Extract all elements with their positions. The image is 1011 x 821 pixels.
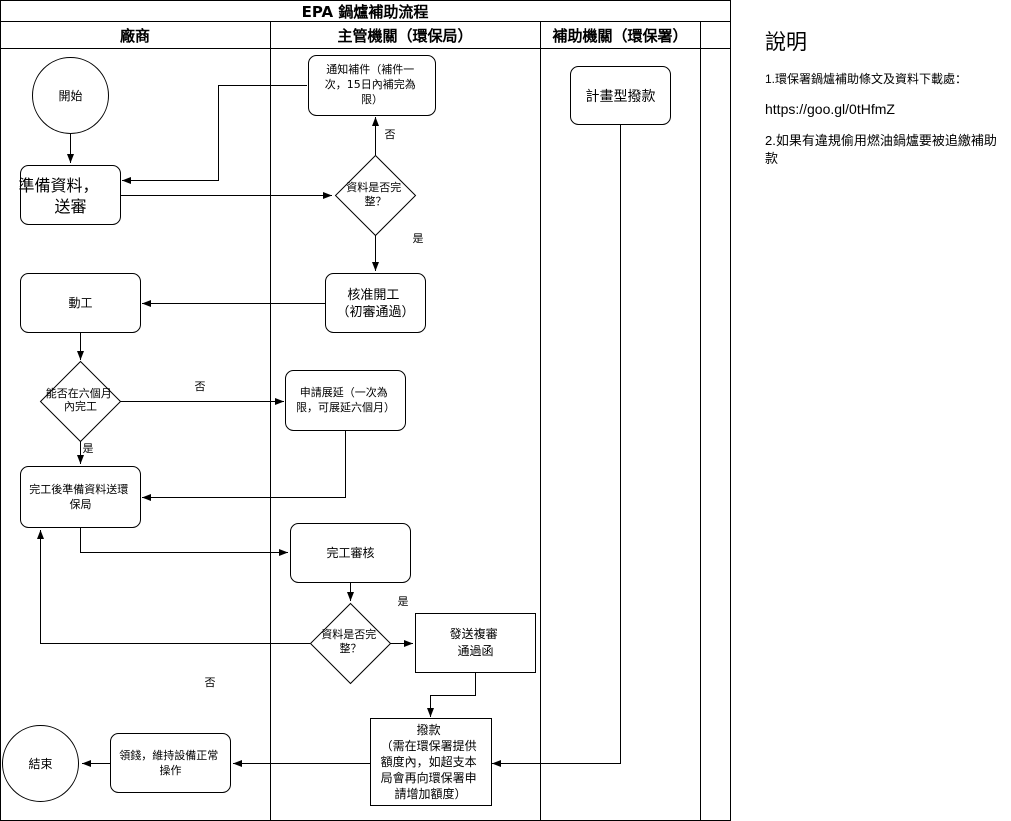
notify-label: 通知補件（補件一 次，15日內補完為 限） <box>325 62 420 106</box>
lane-header-factory: 廠商 <box>120 27 150 45</box>
edge-letter-disburse <box>427 673 476 717</box>
prepare-box <box>20 165 121 225</box>
edge-extend-submit <box>142 430 346 501</box>
check1-decision <box>334 154 417 237</box>
receive-label: 領錢，維持設備正常 操作 <box>119 748 222 777</box>
ask6-label: 能否在六個月 內完工 <box>46 386 116 413</box>
check1-label: 資料是否完 整？ <box>346 180 405 208</box>
notes-item-2: 2.如果有違規偷用燃油鍋爐要被追繳補助款 <box>765 133 997 166</box>
edge-check2-submit <box>37 530 310 644</box>
diagram-title: EPA 鍋爐補助流程 <box>302 3 429 21</box>
plan-box <box>570 66 671 125</box>
edge-submit-review <box>80 528 288 556</box>
ask6-yes-label: 是 <box>83 442 94 455</box>
edge-plan-disburse <box>492 125 621 767</box>
check1-no-label: 否 <box>385 128 396 141</box>
letter-label: 發送複審 通過函 <box>450 626 502 658</box>
check2-yes-label: 是 <box>398 595 409 608</box>
review-label: 完工審核 <box>326 545 374 560</box>
end-node <box>2 725 79 802</box>
extend-box <box>285 370 406 431</box>
notes-item-1: 1.環保署鍋爐補助條文及資料下載處： <box>765 72 968 86</box>
plan-label: 計畫型撥款 <box>586 89 656 105</box>
lane-header-authority: 主管機關（環保局） <box>337 27 472 45</box>
start-node <box>32 57 109 134</box>
check2-label: 資料是否完 整？ <box>321 627 380 655</box>
flowchart: EPA 鍋爐補助流程 廠商 主管機關（環保局） 補助機關（環保署） <box>0 0 731 821</box>
notes-download-link[interactable]: https://goo.gl/0tHfmZ <box>765 101 895 117</box>
disburse-label: 撥款 （需在環保署提供 額度內，如超支本 局會再向環保署申 請增加額度） <box>381 722 481 801</box>
approve-label: 核准開工 （初審通過） <box>336 288 414 320</box>
submit-label: 完工後準備資料送環 保局 <box>29 482 132 511</box>
lane-header-subsidy: 補助機關（環保署） <box>551 27 687 45</box>
extend-label: 申請展延（一次為 限，可展延六個月） <box>296 385 395 414</box>
notify-box <box>308 55 436 116</box>
receive-box <box>110 733 231 793</box>
start-label: 開始 <box>58 89 82 103</box>
approve-box <box>325 273 426 333</box>
check1-yes-label: 是 <box>413 232 424 245</box>
work-box <box>20 273 141 333</box>
review-box <box>290 523 411 583</box>
edge-notify-prepare <box>122 85 307 184</box>
ask6-no-label: 否 <box>195 380 206 393</box>
notes-panel: 說明 1.環保署鍋爐補助條文及資料下載處： https://goo.gl/0tH… <box>762 26 1007 176</box>
ask6-decision <box>39 360 122 443</box>
check2-no-label: 否 <box>205 676 216 689</box>
submit-box <box>20 466 141 528</box>
letter-box <box>415 613 536 673</box>
check2-decision <box>309 602 392 685</box>
disburse-box <box>370 718 492 806</box>
prepare-label: 準備資料， 送審 <box>18 176 103 216</box>
end-label: 結束 <box>28 757 52 771</box>
work-label: 動工 <box>68 296 92 310</box>
notes-heading: 說明 <box>765 30 807 54</box>
